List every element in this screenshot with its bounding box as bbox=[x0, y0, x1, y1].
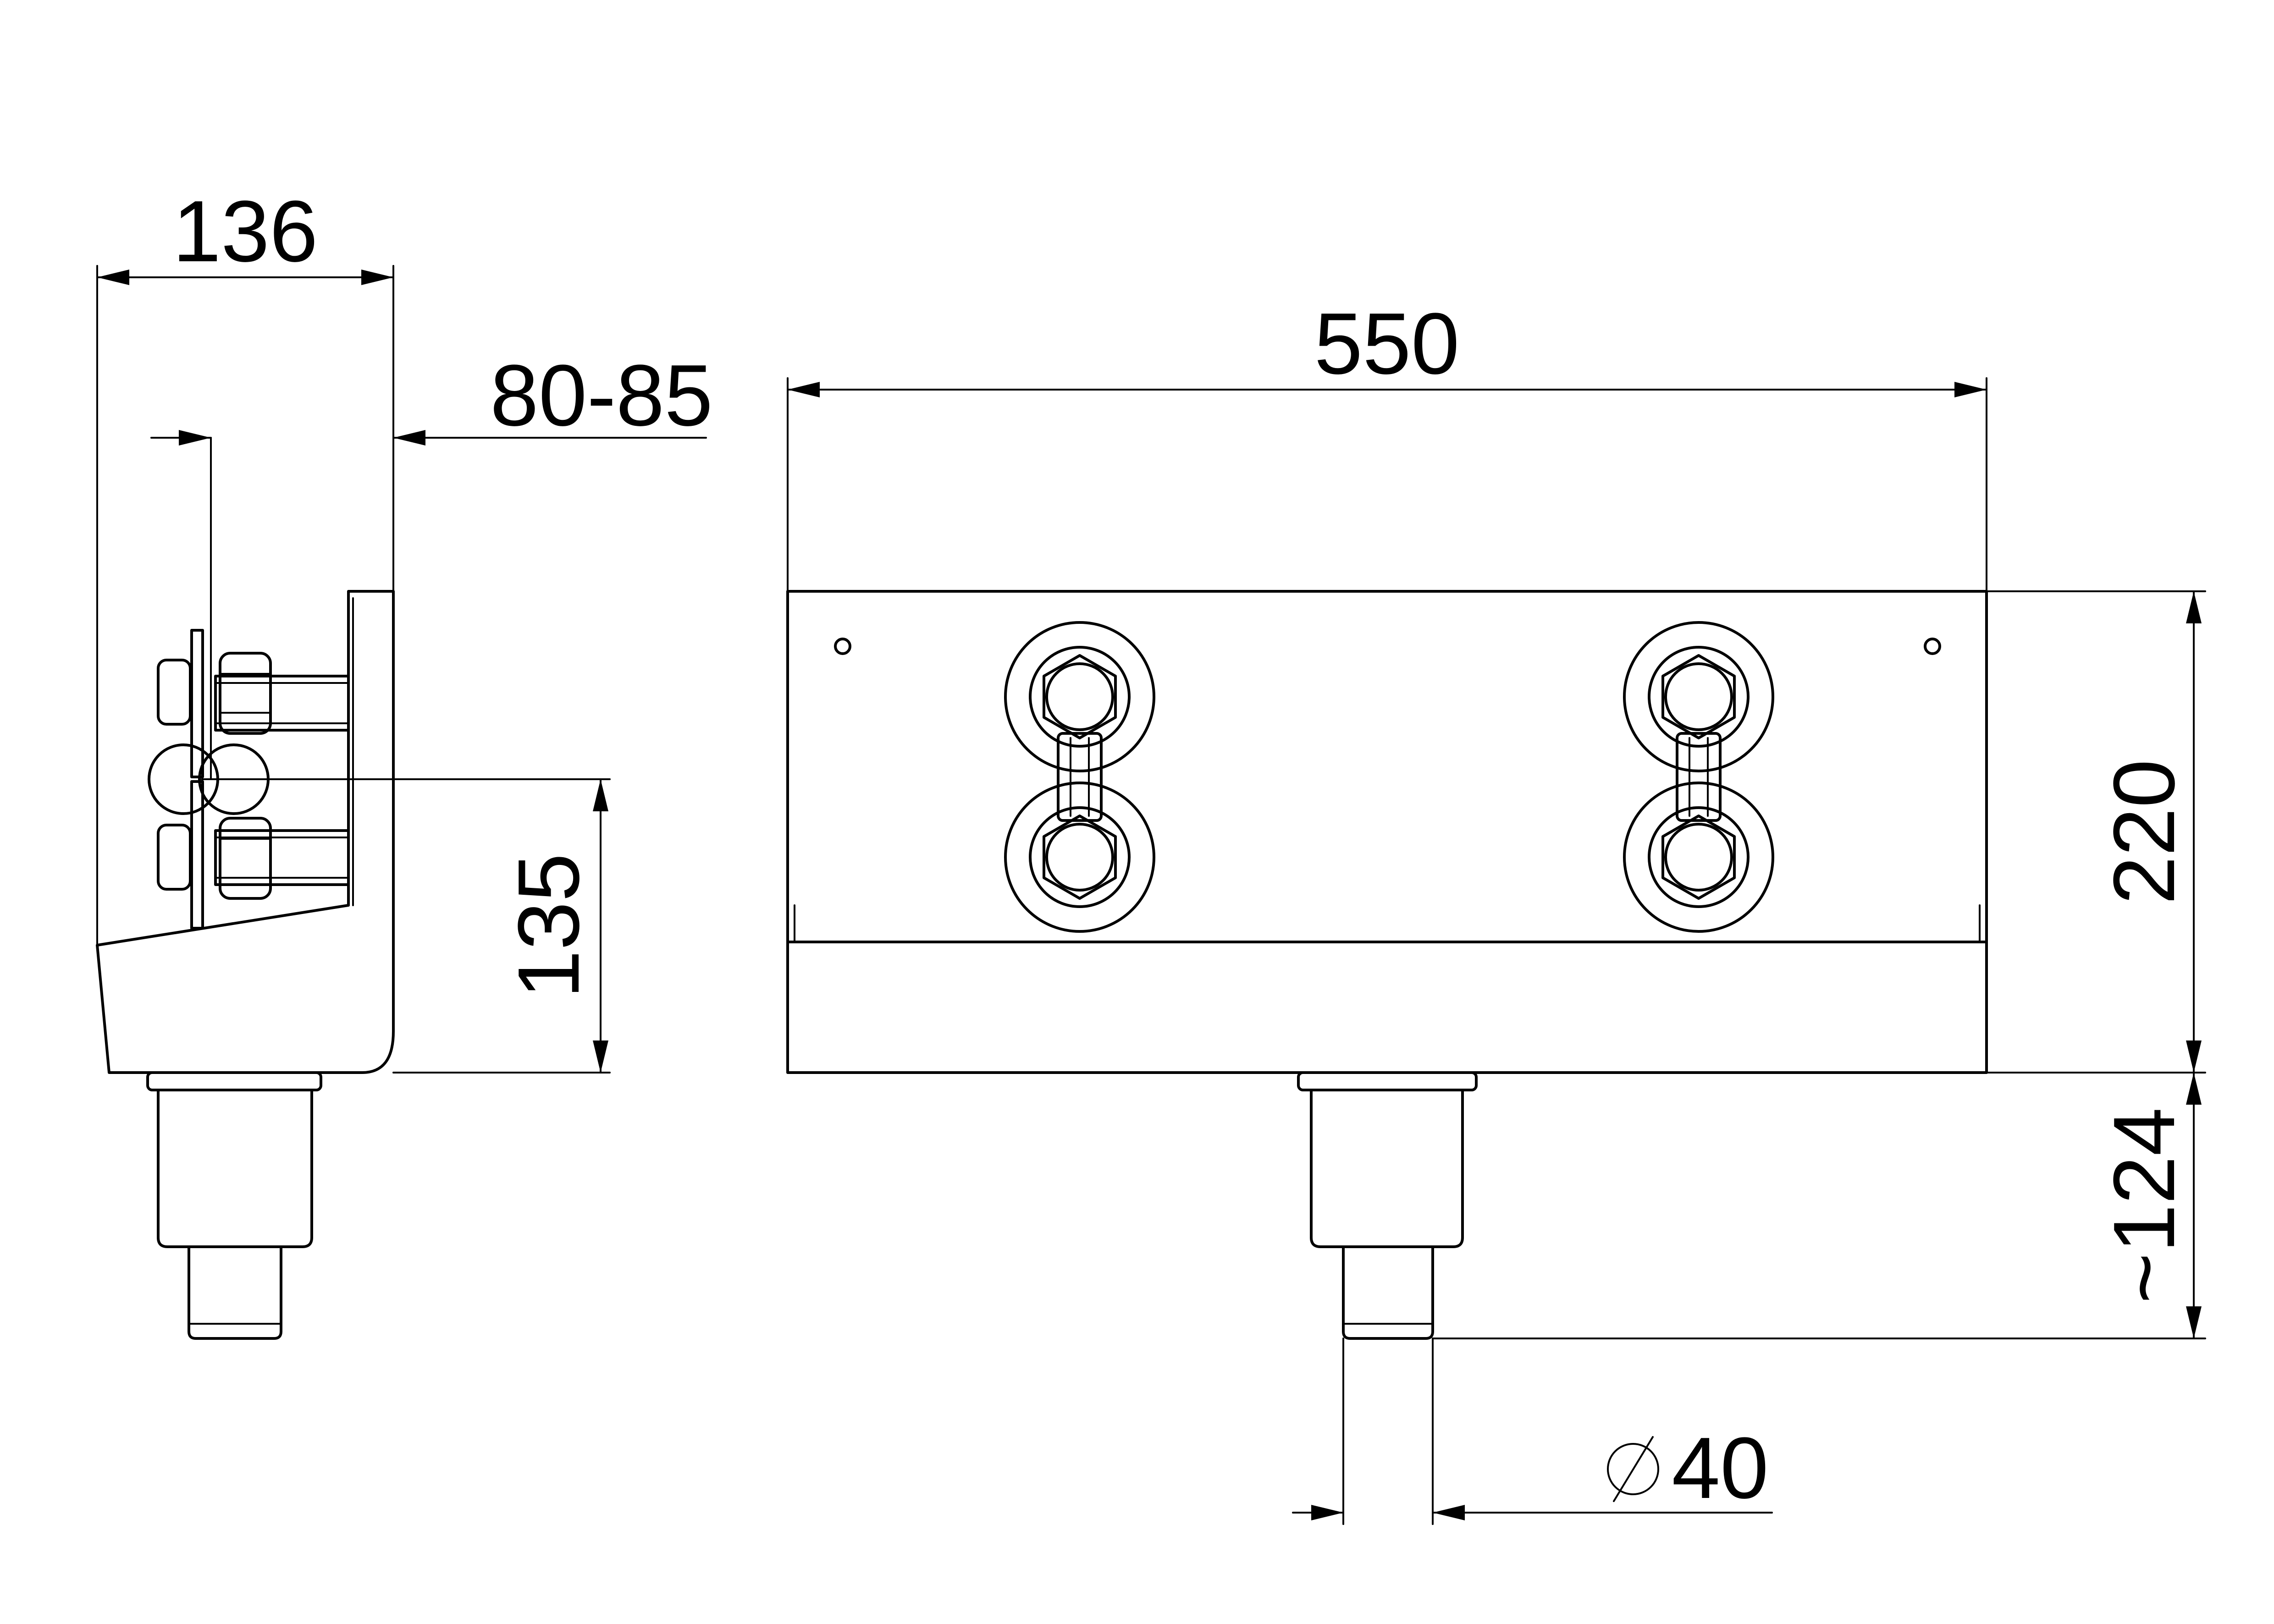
side-cylinder bbox=[157, 1089, 313, 1248]
side-lower-nut-left bbox=[157, 824, 192, 891]
front-bolt-group-left bbox=[1004, 621, 1155, 933]
dimension-136: 136 bbox=[96, 183, 394, 945]
dimension-80-85: 80-85 bbox=[150, 347, 713, 780]
front-nut-left-upper bbox=[1043, 654, 1117, 739]
side-view bbox=[96, 590, 395, 1340]
front-view bbox=[786, 590, 1988, 1340]
side-lower-nut-right bbox=[219, 817, 272, 900]
dim-40-label: 40 bbox=[1672, 1420, 1768, 1517]
side-base-flange bbox=[146, 1071, 322, 1091]
dim-135-label: 135 bbox=[500, 853, 597, 998]
side-lower-bolt-shaft bbox=[214, 829, 350, 886]
dimension-550: 550 bbox=[787, 295, 1987, 592]
front-plate bbox=[786, 590, 1988, 1074]
side-upper-nut-right bbox=[219, 652, 272, 735]
dimension-diameter-40: 40 bbox=[1292, 1338, 1773, 1525]
dimension-124: ~124 bbox=[1432, 1072, 2206, 1339]
diameter-symbol-icon bbox=[1607, 1436, 1659, 1502]
side-bracket-outline bbox=[96, 590, 395, 1074]
dim-550-label: 550 bbox=[1314, 295, 1459, 392]
dim-220-label: 220 bbox=[2096, 759, 2193, 904]
side-upper-bolt-shaft bbox=[214, 675, 350, 732]
dimension-135: 135 bbox=[201, 778, 611, 1073]
dim-80-85-label: 80-85 bbox=[490, 347, 713, 444]
front-stub bbox=[1342, 1245, 1434, 1340]
dim-136-label: 136 bbox=[172, 183, 318, 280]
front-link-left bbox=[1057, 732, 1103, 822]
front-bolt-group-right bbox=[1623, 621, 1774, 933]
dim-124-label: ~124 bbox=[2096, 1107, 2193, 1304]
front-link-right bbox=[1676, 732, 1722, 822]
front-nut-right-upper bbox=[1661, 654, 1736, 739]
front-mount-hole-right bbox=[1924, 638, 1941, 655]
side-washer-upper bbox=[190, 629, 204, 778]
side-stub bbox=[188, 1245, 282, 1340]
dimension-220: 220 bbox=[1986, 590, 2206, 1073]
side-upper-nut-left bbox=[157, 659, 192, 726]
front-nut-right-lower bbox=[1661, 815, 1736, 900]
front-mount-hole-left bbox=[834, 638, 851, 655]
side-washer-lower bbox=[190, 780, 204, 930]
front-base-flange bbox=[1297, 1071, 1478, 1091]
front-nut-left-lower bbox=[1043, 815, 1117, 900]
front-cylinder bbox=[1310, 1089, 1464, 1248]
